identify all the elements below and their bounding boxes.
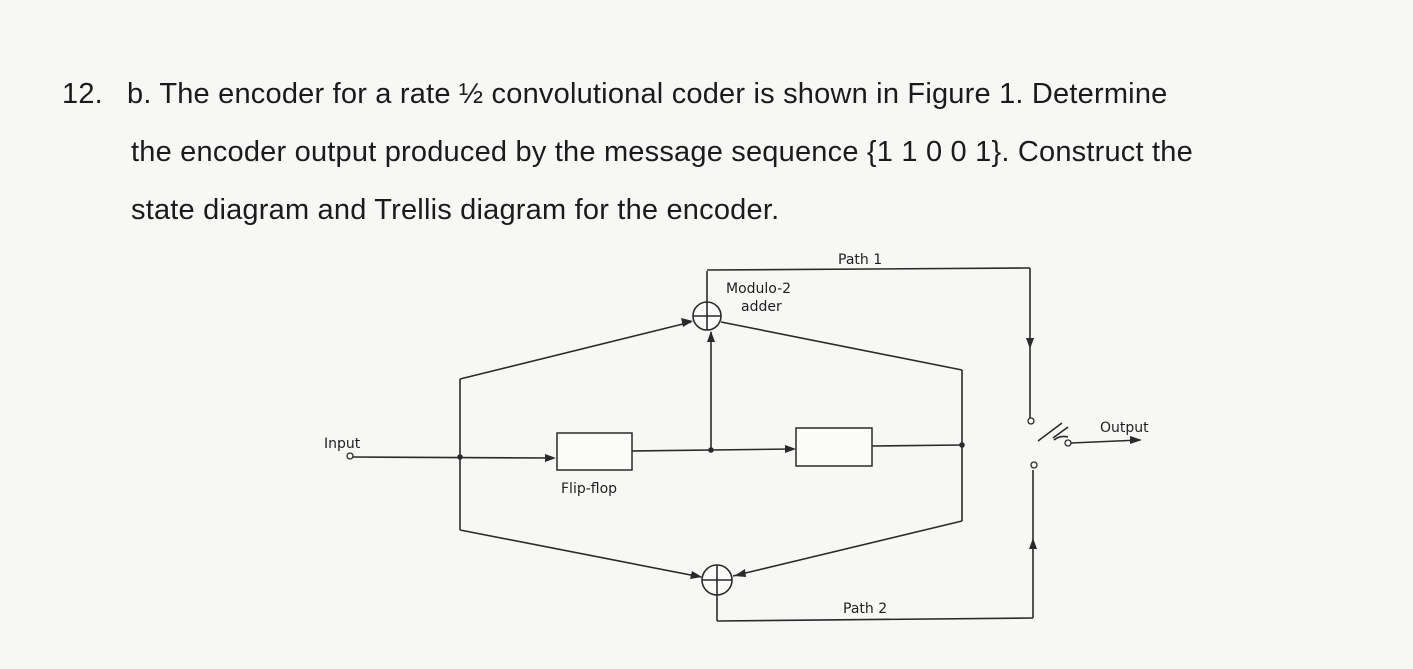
bottom-left-arrow-icon bbox=[690, 571, 702, 579]
output-wire bbox=[1070, 439, 1141, 444]
flipflop-label: Flip-flop bbox=[561, 481, 617, 497]
path2-arrow-icon bbox=[1029, 538, 1037, 549]
bottom-left-feed-wire bbox=[459, 529, 702, 578]
bottom-right-arrow-icon bbox=[734, 569, 746, 577]
question-number: 12. bbox=[62, 78, 103, 110]
path2-label: Path 2 bbox=[843, 601, 887, 617]
switch-arm bbox=[1037, 422, 1063, 442]
question-text-line-1: b. The encoder for a rate ½ convolutiona… bbox=[127, 78, 1168, 110]
stage-arrow-icon bbox=[785, 445, 796, 453]
output-terminal bbox=[1064, 439, 1072, 447]
path1-label: Path 1 bbox=[838, 252, 882, 268]
bottom-right-feed-wire bbox=[732, 520, 963, 577]
input-label: Input bbox=[324, 436, 361, 452]
adder-label-line-2: adder bbox=[741, 299, 782, 315]
output-label: Output bbox=[1100, 420, 1149, 436]
flipflop-2-box bbox=[795, 427, 873, 467]
top-left-feed-wire bbox=[459, 321, 692, 380]
flipflop-1-box bbox=[556, 432, 633, 471]
switch-curve bbox=[1053, 435, 1069, 441]
path2-terminal bbox=[1030, 461, 1038, 469]
top-left-arrow-icon bbox=[681, 318, 693, 327]
adder-label-line-1: Modulo-2 bbox=[726, 281, 791, 297]
path1-top-wire bbox=[706, 267, 1031, 271]
output-arrow-icon bbox=[1130, 436, 1142, 444]
top-right-feed-wire bbox=[720, 321, 963, 371]
input-arrow-icon bbox=[545, 454, 556, 462]
input-wire bbox=[352, 456, 553, 459]
question-text-line-3: state diagram and Trellis diagram for th… bbox=[131, 194, 780, 226]
path1-terminal bbox=[1027, 417, 1035, 425]
path1-arrow-icon bbox=[1026, 338, 1034, 349]
switch-arm-2 bbox=[1052, 426, 1069, 439]
top-middle-arrow-icon bbox=[707, 331, 715, 342]
path2-bottom-wire bbox=[716, 617, 1034, 622]
input-terminal bbox=[346, 452, 354, 460]
question-text-line-2: the encoder output produced by the messa… bbox=[131, 136, 1193, 168]
ff2-output-wire bbox=[871, 444, 963, 447]
